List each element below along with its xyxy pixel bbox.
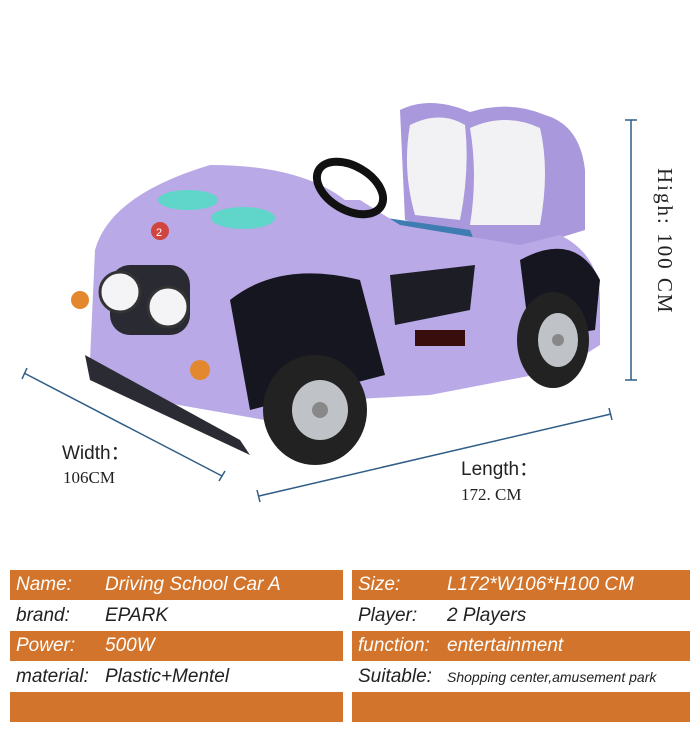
left-lamp — [71, 291, 89, 309]
spec-label: brand: — [10, 601, 105, 631]
spec-row: material: Plastic+Mentel Suitable: Shopp… — [0, 662, 700, 692]
length-dimension-line — [256, 407, 613, 503]
spec-label — [10, 692, 105, 722]
spec-label: Name: — [10, 570, 105, 600]
car-illustration: 2 — [21, 102, 637, 503]
height-label: High: 100 CM — [653, 168, 677, 315]
spec-value: 500W — [105, 631, 343, 661]
car-body: 2 — [85, 102, 600, 455]
spec-value — [447, 692, 690, 722]
front-wheel — [263, 355, 367, 465]
number-badge: 2 — [156, 227, 162, 239]
length-value: 172. CM — [461, 485, 522, 504]
spec-row: Power: 500W function: entertainment — [0, 631, 700, 661]
spec-label — [352, 692, 447, 722]
spec-label: Size: — [352, 570, 447, 600]
spec-value: Shopping center,amusement park — [447, 662, 690, 692]
spec-value: L172*W106*H100 CM — [447, 570, 690, 600]
spec-value: EPARK — [105, 601, 343, 631]
spec-value: Plastic+Mentel — [105, 662, 343, 692]
spec-label: Suitable: — [352, 662, 447, 692]
width-label: Width： — [62, 443, 130, 464]
spec-row — [0, 692, 700, 722]
width-value: 106CM — [63, 468, 115, 487]
right-lamp — [190, 360, 210, 380]
length-label: Length： — [461, 459, 539, 480]
spec-row: brand: EPARK Player: 2 Players — [0, 601, 700, 631]
spec-value: entertainment — [447, 631, 690, 661]
product-figure: 2 Hig — [21, 102, 677, 504]
width-dimension-line — [21, 367, 226, 482]
height-dimension-line — [625, 119, 637, 381]
spec-label: material: — [10, 662, 105, 692]
spec-label: Power: — [10, 631, 105, 661]
spec-label: Player: — [352, 601, 447, 631]
spec-value: Driving School Car A — [105, 570, 343, 600]
spec-value — [105, 692, 343, 722]
spec-row: Name: Driving School Car A Size: L172*W1… — [0, 570, 700, 600]
rear-wheel — [517, 292, 589, 388]
spec-value: 2 Players — [447, 601, 690, 631]
spec-label: function: — [352, 631, 447, 661]
